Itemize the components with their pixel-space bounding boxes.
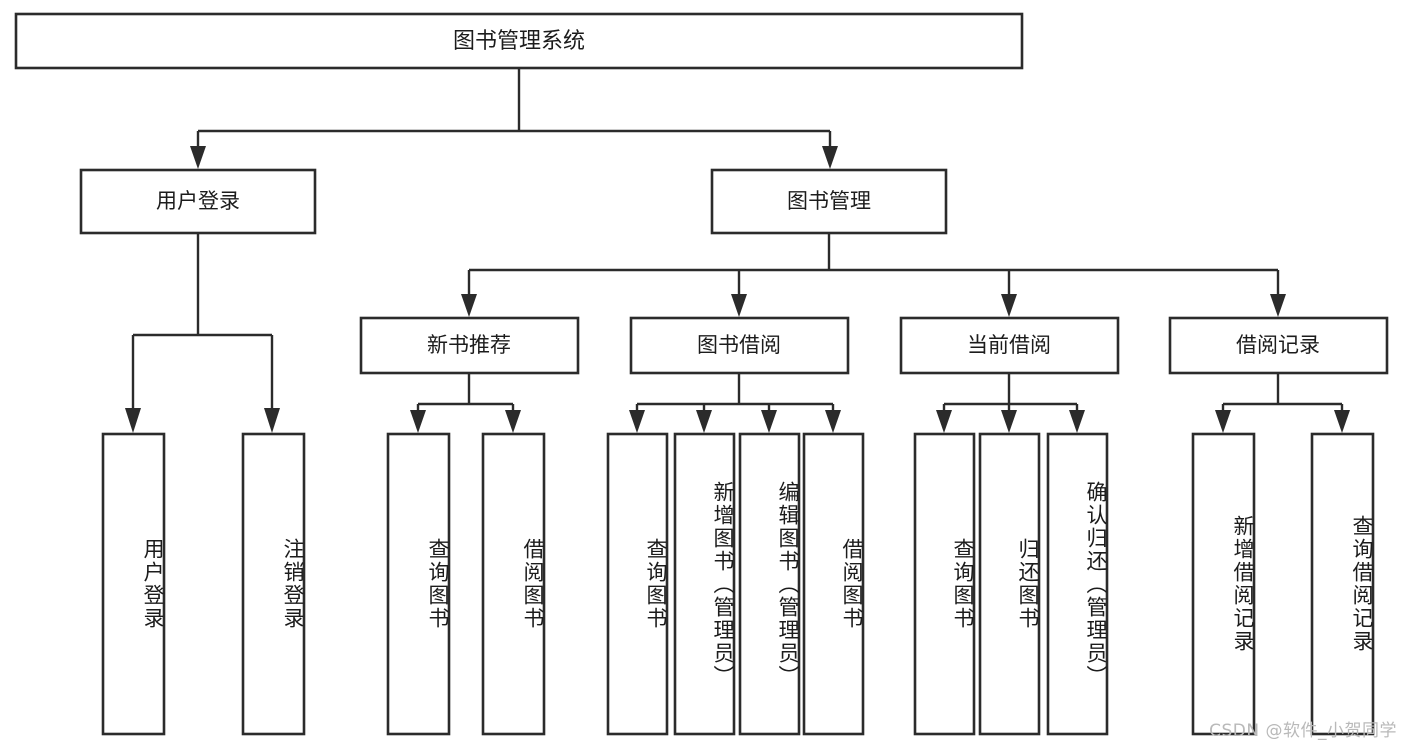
- node-leaf-return-book-box[interactable]: [978, 432, 1041, 736]
- arrow-head-leaf-add-book: [696, 410, 712, 433]
- node-current-borrow[interactable]: 当前借阅: [899, 316, 1120, 375]
- arrow-head-leaf-query-book-1: [410, 410, 426, 433]
- node-layer: 图书管理系统 用户登录 图书管理 新书推荐 图书借阅 当前: [14, 12, 1389, 736]
- node-book-borrow-label: 图书借阅: [697, 333, 781, 357]
- node-book-manage-box[interactable]: [710, 168, 948, 235]
- node-leaf-query-record-box[interactable]: [1310, 432, 1375, 736]
- node-root[interactable]: 图书管理系统: [14, 12, 1024, 70]
- arrow-head-book-borrow: [731, 294, 747, 317]
- node-new-book-rec[interactable]: 新书推荐: [359, 316, 580, 375]
- node-new-book-rec-label: 新书推荐: [427, 333, 511, 357]
- arrow-head-leaf-query-book-3: [936, 410, 952, 433]
- node-user-login-label: 用户登录: [156, 189, 240, 213]
- node-leaf-add-book-box[interactable]: [673, 432, 736, 736]
- arrow-head-book-manage: [822, 146, 838, 169]
- node-book-manage-label: 图书管理: [787, 189, 871, 213]
- connector-layer: [125, 68, 1350, 433]
- arrow-head-leaf-query-book-2: [629, 410, 645, 433]
- arrow-head-leaf-borrow-book-1: [505, 410, 521, 433]
- node-current-borrow-label: 当前借阅: [967, 333, 1051, 357]
- node-current-borrow-box[interactable]: [899, 316, 1120, 375]
- node-book-borrow-box[interactable]: [629, 316, 850, 375]
- arrow-head-user-login: [190, 146, 206, 169]
- node-book-borrow[interactable]: 图书借阅: [629, 316, 850, 375]
- node-leaf-logout-box[interactable]: [241, 432, 306, 736]
- node-root-label: 图书管理系统: [453, 29, 585, 54]
- node-root-box[interactable]: [14, 12, 1024, 70]
- arrow-head-leaf-confirm-return: [1069, 410, 1085, 433]
- node-leaf-user-login-box[interactable]: [101, 432, 166, 736]
- node-leaf-query-book-2-box[interactable]: [606, 432, 669, 736]
- node-borrow-record-label: 借阅记录: [1236, 333, 1320, 357]
- node-leaf-query-book-1-box[interactable]: [386, 432, 451, 736]
- node-leaf-edit-book-box[interactable]: [738, 432, 801, 736]
- arrow-head-leaf-add-record: [1215, 410, 1231, 433]
- arrow-head-leaf-user-login: [125, 408, 141, 433]
- arrow-head-leaf-return-book: [1001, 410, 1017, 433]
- arrow-head-current-borrow: [1001, 294, 1017, 317]
- node-user-login[interactable]: 用户登录: [79, 168, 317, 235]
- arrow-head-leaf-query-record: [1334, 410, 1350, 433]
- arrow-head-leaf-edit-book: [761, 410, 777, 433]
- csdn-watermark: CSDN @软件_小贺同学: [1209, 721, 1397, 741]
- node-book-manage[interactable]: 图书管理: [710, 168, 948, 235]
- node-leaf-add-record-box[interactable]: [1191, 432, 1256, 736]
- arrow-head-borrow-record: [1270, 294, 1286, 317]
- node-borrow-record[interactable]: 借阅记录: [1168, 316, 1389, 375]
- node-leaf-confirm-return-box[interactable]: [1046, 432, 1109, 736]
- node-leaf-query-book-3-box[interactable]: [913, 432, 976, 736]
- node-user-login-box[interactable]: [79, 168, 317, 235]
- arrow-head-leaf-logout: [264, 408, 280, 433]
- node-leaf-borrow-book-1-box[interactable]: [481, 432, 546, 736]
- arrow-head-leaf-borrow-book-2: [825, 410, 841, 433]
- arrow-head-new-book-rec: [461, 294, 477, 317]
- node-new-book-rec-box[interactable]: [359, 316, 580, 375]
- node-leaf-borrow-book-2-box[interactable]: [802, 432, 865, 736]
- node-borrow-record-box[interactable]: [1168, 316, 1389, 375]
